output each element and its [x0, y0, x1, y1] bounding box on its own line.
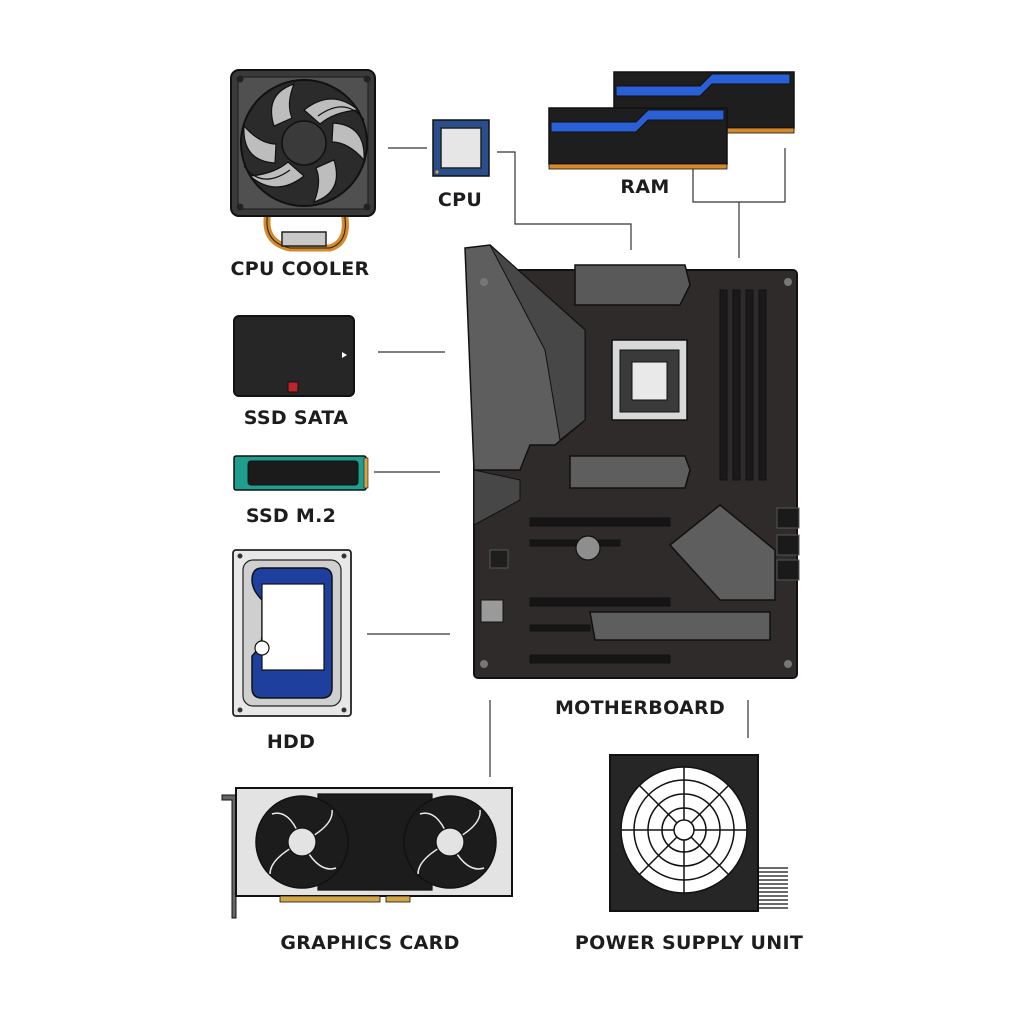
- cpu-label: CPU: [437, 189, 483, 211]
- cpu-cooler-label: CPU COOLER: [230, 258, 370, 280]
- psu-icon: [609, 754, 788, 912]
- connector-cpu-motherboard: [497, 151, 632, 250]
- io-ports: [776, 507, 800, 581]
- hdd-icon: [232, 549, 352, 717]
- psu-label: POWER SUPPLY UNIT: [574, 932, 804, 954]
- connector-lines: [367, 147, 786, 777]
- ssd-sata-label: SSD SATA: [243, 407, 349, 429]
- motherboard-label: MOTHERBOARD: [554, 697, 726, 719]
- graphics-card-label: GRAPHICS CARD: [280, 932, 460, 954]
- ssd-sata-icon: [233, 315, 355, 397]
- ssd-m2-label: SSD M.2: [245, 505, 337, 527]
- ram-slots: [719, 289, 767, 481]
- graphics-card-icon: [221, 787, 513, 919]
- ram-icon: [548, 71, 795, 170]
- motherboard-icon: [464, 244, 800, 679]
- cpu-icon: [432, 119, 490, 177]
- cpu-cooler-icon: [230, 69, 376, 252]
- ram-label: RAM: [620, 176, 670, 198]
- cooler-fan-blades: [243, 83, 365, 203]
- psu-cables: [758, 867, 788, 909]
- hdd-label: HDD: [266, 731, 316, 753]
- ssd-m2-icon: [233, 455, 369, 491]
- pcie-slots: [529, 517, 671, 664]
